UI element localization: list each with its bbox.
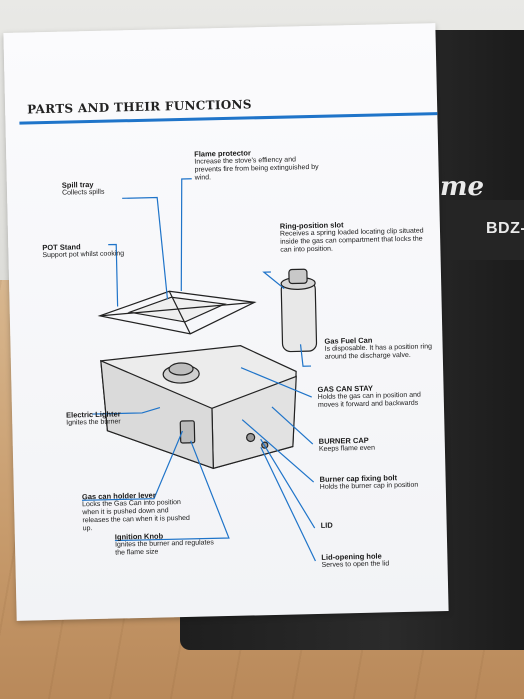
desc-ring-position-slot: Receives a spring loaded locating clip s… [279, 227, 424, 254]
desc-electric-lighter: Ignites the burner [66, 418, 121, 427]
case-brand-text: me [440, 172, 485, 202]
instruction-sheet: PARTS AND THEIR FUNCTIONS [3, 23, 449, 621]
label-lid: LID [320, 520, 333, 530]
desc-burner-cap: Keeps flame even [318, 444, 376, 453]
desc-ignition-knob: Ignites the burner and regulates the fla… [114, 539, 214, 557]
desc-flame-protector: Increase the stove's effiency and preven… [194, 156, 319, 182]
desc-spill-tray: Collects spills [61, 188, 105, 197]
case-model-text: BDZ- [486, 220, 524, 237]
stove-illustration [97, 268, 318, 470]
desc-gas-can-stay: Holds the gas can in position and moves … [317, 391, 421, 409]
desc-gas-can-holder-lever: Locks the Gas Can into position when it … [82, 499, 190, 533]
desc-gas-fuel-can: Is disposable. It has a position ring ar… [324, 343, 433, 361]
stove-diagram [81, 178, 318, 562]
desc-lid-opening-hole: Serves to open the lid [321, 560, 390, 569]
leader-lines [81, 178, 316, 562]
case-label-band [430, 200, 524, 260]
